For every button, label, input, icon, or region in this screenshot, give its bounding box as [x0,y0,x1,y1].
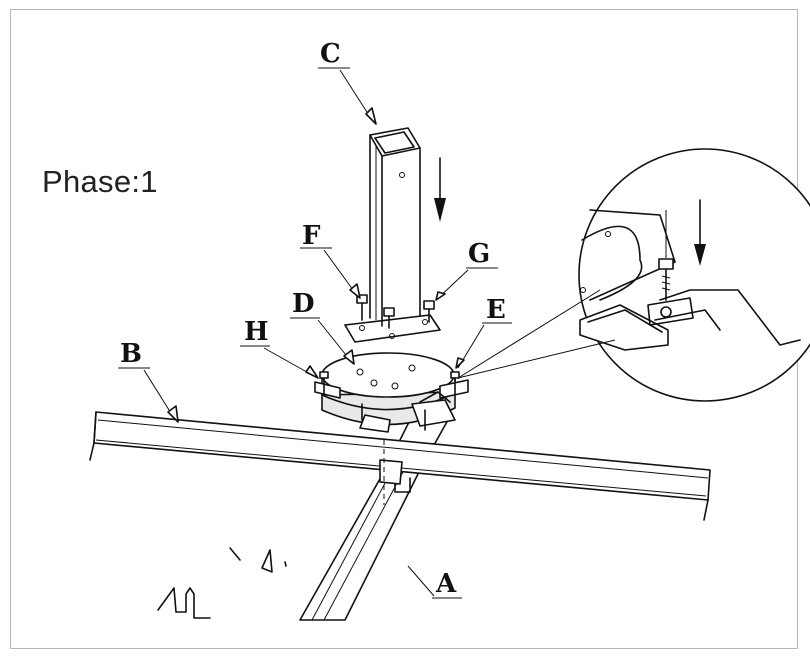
label-e: E [486,295,506,325]
inset-callout-lines [457,289,616,379]
label-h: H [244,317,269,347]
label-g: G [468,239,490,269]
label-leaders [118,67,512,619]
down-arrow-icon [434,157,446,222]
label-a: A [435,569,457,599]
bolts-h-e [319,371,460,431]
post-flange-plate [344,294,441,343]
down-arrow-icon [694,199,706,266]
phase-label: Phase:1 [42,164,158,199]
part-d-base-plate [314,352,469,433]
part-b-cross-beam [89,411,711,521]
label-b: B [120,339,142,369]
detail-inset-circle [578,148,810,402]
part-c-post [369,127,421,327]
label-c: C [320,39,341,69]
label-d: D [292,289,315,319]
label-f: F [302,221,321,251]
